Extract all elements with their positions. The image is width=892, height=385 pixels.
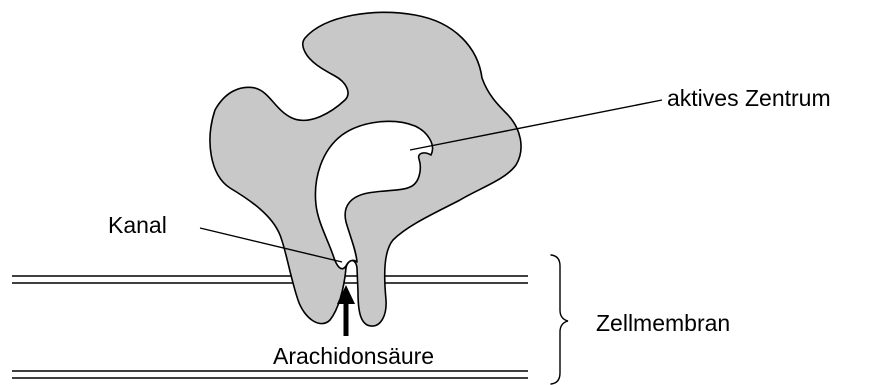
membrane-brace [551,255,568,384]
channel-label: Kanal [108,212,167,238]
cell-membrane [12,276,528,378]
membrane-label: Zellmembran [596,310,730,336]
active-site-label: aktives Zentrum [667,85,831,111]
substrate-label: Arachidonsäure [273,343,434,369]
